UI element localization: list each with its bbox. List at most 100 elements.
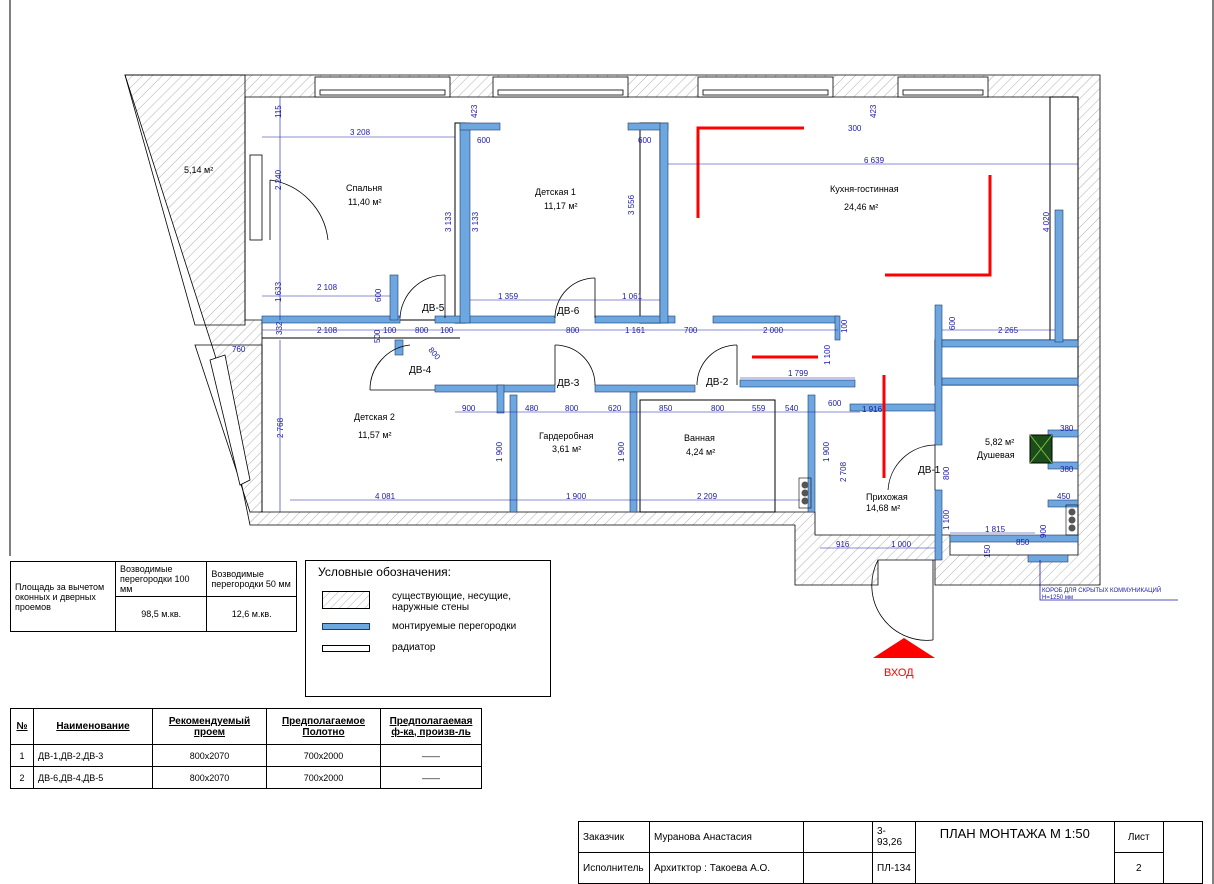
dim: 2 265 bbox=[998, 326, 1019, 335]
room-area-hall: 14,68 м² bbox=[866, 503, 900, 513]
door-label-dv2: ДВ-2 bbox=[706, 377, 729, 388]
sheet-number: 2 bbox=[1113, 852, 1164, 884]
dim: 800 bbox=[415, 326, 429, 335]
door-table-header: Предполагаемое Полотно bbox=[266, 708, 381, 745]
dim: 100 bbox=[840, 319, 849, 333]
door-label-dv5: ДВ-5 bbox=[422, 303, 445, 314]
dim: 540 bbox=[785, 404, 799, 413]
room-name-shower: Душевая bbox=[977, 450, 1015, 460]
door-table-cell: 2 bbox=[10, 766, 34, 789]
customer-label: Заказчик bbox=[578, 821, 650, 853]
dim: 760 bbox=[232, 345, 246, 354]
area-table: Площадь за вычетом оконных и дверных про… bbox=[10, 561, 297, 632]
door-swings bbox=[269, 179, 936, 641]
door-label-dv3: ДВ-3 bbox=[557, 378, 580, 389]
dim: 3 133 bbox=[444, 211, 453, 232]
room-area-kids1: 11,17 м² bbox=[544, 201, 578, 211]
door-table-cell: 1 bbox=[10, 744, 34, 767]
legend-label-radiator: радиатор bbox=[392, 642, 436, 653]
door-table-cell: —— bbox=[380, 744, 482, 767]
dim: 1 061 bbox=[622, 292, 643, 301]
entrance-arrow bbox=[873, 638, 935, 658]
dim: 1 900 bbox=[566, 492, 587, 501]
customer-name: Муранова Анастасия bbox=[649, 821, 804, 853]
area-row-label: Площадь за вычетом оконных и дверных про… bbox=[10, 561, 116, 632]
partitions bbox=[261, 122, 1079, 563]
communications-leader bbox=[1039, 560, 1178, 601]
communications-height: H=1250 мм bbox=[1042, 595, 1073, 601]
dim: 4 081 bbox=[375, 492, 396, 501]
empty-cell bbox=[803, 821, 873, 853]
area-col2-header: Возводимые перегородки 50 мм bbox=[206, 561, 297, 597]
exterior-walls bbox=[124, 74, 1101, 586]
executor-label: Исполнитель bbox=[578, 852, 650, 884]
legend-swatch-radiator bbox=[322, 645, 370, 652]
dim: 600 bbox=[477, 136, 491, 145]
door-table-cell: —— bbox=[380, 766, 482, 789]
dim: 1 633 bbox=[274, 281, 283, 302]
area-col2-value: 12,6 м.кв. bbox=[206, 596, 297, 632]
dim: 800 bbox=[426, 346, 442, 362]
legend-swatch-walls bbox=[322, 591, 370, 609]
dim: 2 209 bbox=[697, 492, 718, 501]
room-area-bedroom: 11,40 м² bbox=[348, 197, 382, 207]
sheet-label: Лист bbox=[1113, 821, 1164, 853]
area-col1-header: Возводимые перегородки 100 мм bbox=[114, 561, 208, 597]
dim: 1 161 bbox=[625, 326, 646, 335]
empty-cell bbox=[803, 852, 873, 884]
dim: 1 100 bbox=[942, 509, 951, 530]
dim: 4 020 bbox=[1042, 211, 1051, 232]
dim: 1 000 bbox=[891, 540, 912, 549]
door-table-header: Наименование bbox=[33, 708, 153, 745]
door-label-dv6: ДВ-6 bbox=[557, 306, 580, 317]
room-area-shower: 5,82 м² bbox=[985, 437, 1014, 447]
dim: 1 799 bbox=[788, 369, 809, 378]
communications-note: КОРОБ ДЛЯ СКРЫТЫХ КОММУНИКАЦИЙ bbox=[1042, 586, 1161, 594]
room-area-bath: 4,24 м² bbox=[686, 447, 715, 457]
entrance-label: ВХОД bbox=[884, 667, 914, 679]
door-table-cell: ДВ-1,ДВ-2,ДВ-3 bbox=[33, 744, 153, 767]
interior-walls bbox=[262, 96, 1079, 513]
dim: 620 bbox=[608, 404, 622, 413]
empty-cell bbox=[1162, 821, 1203, 884]
windows-top bbox=[314, 76, 989, 98]
dim: 3 208 bbox=[350, 128, 371, 137]
room-name-kitchen: Кухня-гостинная bbox=[830, 184, 899, 194]
dim: 800 bbox=[711, 404, 725, 413]
dim: 380 bbox=[1060, 465, 1074, 474]
legend: Условные обозначения: существующие, несу… bbox=[305, 560, 551, 697]
door-table-cell: ДВ-6,ДВ-4,ДВ-5 bbox=[33, 766, 153, 789]
dim: 6 639 bbox=[864, 156, 885, 165]
door-label-dv4: ДВ-4 bbox=[409, 365, 432, 376]
dim: 700 bbox=[684, 326, 698, 335]
dim: 600 bbox=[948, 316, 957, 330]
room-name-hall: Прихожая bbox=[866, 492, 908, 502]
area-col1-value: 98,5 м.кв. bbox=[114, 596, 208, 632]
door-table-cell: 800х2070 bbox=[152, 766, 267, 789]
dim: 100 bbox=[440, 326, 454, 335]
dim: 3 133 bbox=[471, 211, 480, 232]
windows-left bbox=[209, 154, 263, 486]
dim: 850 bbox=[659, 404, 673, 413]
dim: 500 bbox=[373, 329, 382, 343]
dim: 800 bbox=[565, 404, 579, 413]
dim: 2 108 bbox=[317, 283, 338, 292]
dim: 600 bbox=[374, 288, 383, 302]
dim: 423 bbox=[869, 104, 878, 118]
dim: 2 108 bbox=[317, 326, 338, 335]
dim: 1 900 bbox=[495, 441, 504, 462]
dim: 3 556 bbox=[627, 194, 636, 215]
door-table-header: Предполагаемая ф-ка, произв-ль bbox=[380, 708, 482, 745]
fixtures bbox=[798, 434, 1079, 536]
dim: 1 815 bbox=[985, 525, 1006, 534]
door-label-dv1: ДВ-1 bbox=[918, 465, 941, 476]
dim: 850 bbox=[1016, 538, 1030, 547]
door-table-header: Рекомендуемый проем bbox=[152, 708, 267, 745]
dim: 1 100 bbox=[823, 344, 832, 365]
executor-name: Архитктор : Такоева А.О. bbox=[649, 852, 804, 884]
red-marks bbox=[696, 126, 992, 478]
room-area-kitchen: 24,46 м² bbox=[844, 202, 878, 212]
room-area-balcony: 5,14 м² bbox=[184, 165, 213, 175]
dim: 2 768 bbox=[276, 417, 285, 438]
